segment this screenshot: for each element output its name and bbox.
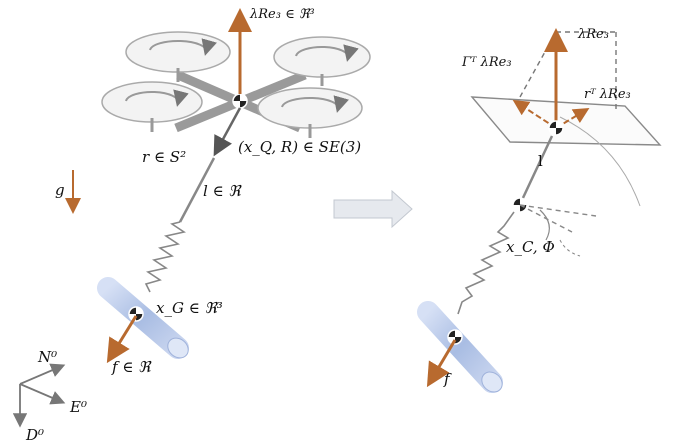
right-thrust-label: λRe₃ — [577, 27, 609, 42]
length-label: l ∈ ℜ — [203, 182, 242, 200]
r-label: rᵀ λRe₃ — [584, 87, 631, 102]
quadrotor-icon — [101, 31, 371, 138]
right-cable — [520, 135, 554, 201]
gravity-label: g — [55, 181, 65, 199]
force-label: f ∈ ℜ — [111, 358, 152, 376]
right-force-label: f — [443, 370, 452, 388]
right-load-rod — [417, 301, 503, 393]
right-length-label: l — [538, 152, 543, 170]
thrust-label: λRe₃ ∈ ℜ³ — [249, 7, 315, 22]
gamma-projection-arrow — [512, 99, 557, 129]
rotor-front-left — [125, 31, 231, 82]
transition-arrow-icon — [333, 189, 413, 229]
east-axis — [19, 383, 66, 405]
force-arrow — [106, 315, 138, 364]
quad-state-label: (x_Q, R) ∈ SE(3) — [238, 138, 361, 156]
right-force-arrow — [426, 339, 457, 388]
east-label: E⁰ — [69, 398, 87, 416]
rotor-back-right — [257, 87, 363, 138]
down-label: D⁰ — [25, 426, 44, 444]
cable-angle-indicator — [519, 204, 597, 257]
load-rod — [97, 277, 189, 359]
cable-state-label: x_C, Φ — [506, 238, 555, 256]
gamma-label: Γᵀ λRe₃ — [461, 55, 512, 70]
inertial-frame: N⁰ E⁰ D⁰ — [12, 348, 87, 444]
north-label: N⁰ — [37, 348, 57, 366]
right-spring — [457, 211, 515, 315]
rotor-front-right — [273, 36, 371, 86]
north-axis — [19, 363, 66, 385]
load-state-label: x_G ∈ ℜ³ — [156, 299, 223, 317]
cable — [178, 157, 216, 223]
direction-arrow — [213, 107, 242, 157]
plane-curve — [559, 116, 641, 207]
direction-label: r ∈ S² — [142, 148, 186, 166]
rotor-back-left — [101, 81, 203, 132]
spring — [144, 221, 187, 293]
